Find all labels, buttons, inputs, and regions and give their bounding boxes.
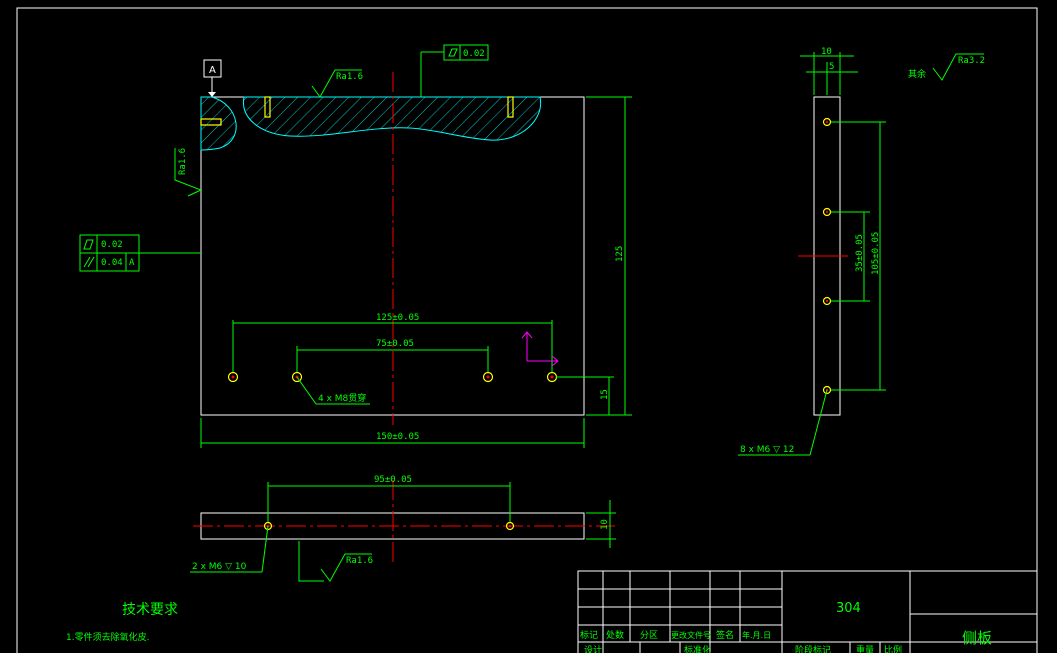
dim-5: 5 [829,62,834,72]
tapped-hole-section-2 [507,96,514,118]
svg-text:Ra1.6: Ra1.6 [178,148,188,175]
svg-text:Ra1.6: Ra1.6 [336,72,363,82]
dim-150: 150±0.05 [376,432,419,442]
tolerance-frame-left: 0.02 0.04 A [79,234,201,272]
flatness-top: 0.02 [420,44,489,97]
ucs-icon [521,331,559,367]
tb-h-mark: 标记 [580,629,598,641]
dim-125-pos: 125±0.05 [376,313,419,323]
dim-10-bottom: 10 [600,519,610,530]
tb-r-stage: 阶段标记 [795,644,831,653]
section-hatch-top [243,96,542,141]
svg-text:0.04: 0.04 [101,258,123,268]
side-hole-1 [822,117,832,127]
tb-r-design: 设计 [584,644,602,653]
tech-req-line1: 1.零件须去除氧化皮. [66,631,149,643]
dim-105: 105±0.05 [871,232,881,275]
dim-15: 15 [600,389,610,400]
front-hole-4 [546,371,558,383]
bottom-view: 95±0.05 10 2 x M6 ▽ 10 Ra1.6 [190,475,616,582]
datum-a: A [203,59,222,97]
roughness-top: Ra1.6 [311,69,363,98]
svg-text:其余: 其余 [908,68,926,80]
svg-text:0.02: 0.02 [101,240,123,250]
svg-text:A: A [209,65,216,76]
svg-text:0.02: 0.02 [463,49,485,59]
tb-h-date: 年.月.日 [742,630,771,640]
front-hole-3 [482,371,494,383]
tech-req-title: 技术要求 [122,602,178,618]
section-hatch-left [200,96,237,151]
side-hole-2 [822,207,832,217]
front-hole-1 [227,371,239,383]
tb-r-std: 标准化 [684,644,711,653]
bottom-hole-2 [505,521,515,531]
tb-part-name: 侧板 [962,629,992,647]
tb-h-zone: 分区 [640,630,658,641]
tapped-hole-section-1 [264,96,271,118]
callout-8xm6: 8 x M6 ▽ 12 [740,445,794,455]
drawing-border [16,7,1038,653]
tapped-hole-section-3 [200,118,222,126]
tb-r-scale: 比例 [884,644,902,653]
dim-35: 35±0.05 [855,234,865,272]
tb-h-count: 处数 [606,629,624,641]
callout-4xm8: 4 x M8贯穿 [318,392,366,404]
tb-r-weight: 重量 [856,644,874,653]
title-block: 标记 处数 分区 更改文件号 签名 年.月.日 设计 标准化 阶段标记 重量 比… [577,570,1038,653]
roughness-other: 其余 Ra3.2 [908,53,985,81]
dim-125-height: 125 [615,246,625,262]
dim-75: 75±0.05 [376,339,414,349]
front-view: 125±0.05 75±0.05 150±0.05 125 15 4 x M8贯… [79,44,632,448]
tech-requirements: 技术要求 1.零件须去除氧化皮. [66,602,178,643]
tb-h-docno: 更改文件号 [671,630,711,640]
dim-95: 95±0.05 [374,475,412,485]
side-hole-3 [822,296,832,306]
roughness-left: Ra1.6 [174,148,203,197]
side-view: 10 5 35±0.05 105±0.05 8 x M6 ▽ 12 其余 Ra3… [738,47,985,456]
dim-10-side: 10 [821,47,832,57]
callout-2xm6: 2 x M6 ▽ 10 [192,562,247,572]
svg-text:A: A [129,258,135,268]
svg-text:Ra1.6: Ra1.6 [346,556,373,566]
svg-text:Ra3.2: Ra3.2 [958,56,985,66]
roughness-bottom: Ra1.6 [298,541,373,582]
tb-material: 304 [836,601,861,616]
tb-h-sign: 签名 [716,629,734,641]
